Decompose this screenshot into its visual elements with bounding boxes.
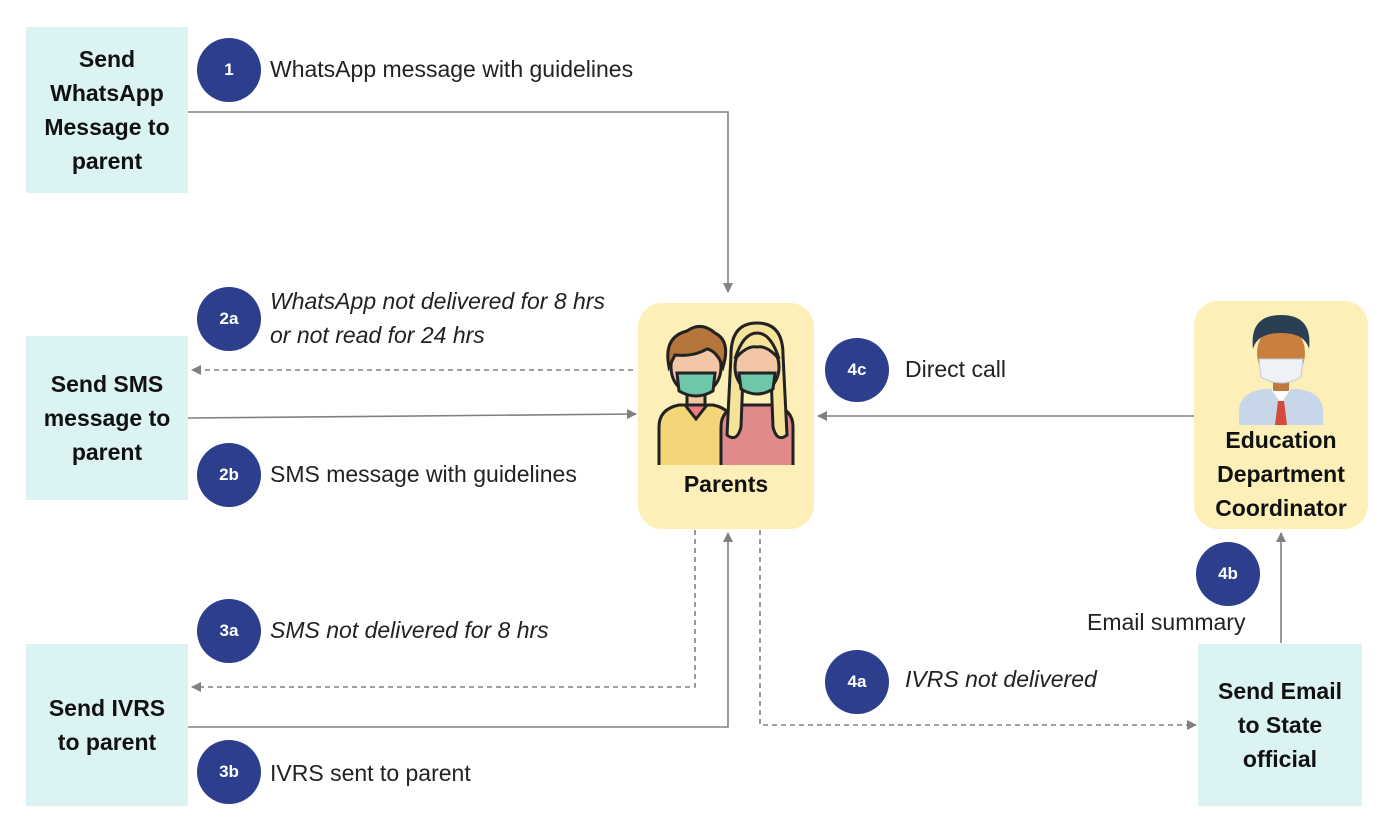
- coordinator-icon: [1239, 315, 1323, 425]
- send-sms-box: Send SMS message to parent: [26, 336, 188, 500]
- badge-step-1: 1: [197, 38, 261, 102]
- badge-step-2a: 2a: [197, 287, 261, 351]
- parents-label: Parents: [683, 471, 769, 497]
- badge-step-4c: 4c: [825, 338, 889, 402]
- label-step-2b: SMS message with guidelines: [270, 461, 577, 487]
- arrow-parents-to-ivrs-dashed: [191, 530, 696, 692]
- arrow-parents-to-email-dashed: [759, 530, 1197, 730]
- coordinator-node: Education Department Coordinator: [1194, 301, 1368, 529]
- send-email-box: Send Email to State official: [1198, 644, 1362, 806]
- label-step-4b: Email summary: [1087, 609, 1246, 635]
- label-step-2a: WhatsApp not delivered for 8 hrs or not …: [270, 288, 605, 348]
- send-ivrs-box: Send IVRS to parent: [26, 644, 188, 806]
- parents-icon: [657, 321, 795, 465]
- badge-step-3a: 3a: [197, 599, 261, 663]
- label-step-4a: IVRS not delivered: [905, 666, 1097, 692]
- arrow-sms-to-parents: [187, 409, 637, 420]
- arrow-ivrs-to-parents: [188, 532, 733, 728]
- badge-step-4a: 4a: [825, 650, 889, 714]
- label-step-1: WhatsApp message with guidelines: [270, 56, 634, 82]
- badge-step-2b: 2b: [197, 443, 261, 507]
- label-step-4c: Direct call: [905, 356, 1006, 382]
- badge-step-3b: 3b: [197, 740, 261, 804]
- arrow-whatsapp-to-parents: [188, 111, 733, 293]
- coordinator-label: Education Department Coordinator: [1215, 427, 1347, 521]
- parents-node: Parents: [638, 303, 814, 529]
- send-whatsapp-box: Send WhatsApp Message to parent: [26, 27, 188, 193]
- badge-step-4b: 4b: [1196, 542, 1260, 606]
- label-step-3a: SMS not delivered for 8 hrs: [270, 617, 549, 643]
- label-step-3b: IVRS sent to parent: [270, 760, 471, 786]
